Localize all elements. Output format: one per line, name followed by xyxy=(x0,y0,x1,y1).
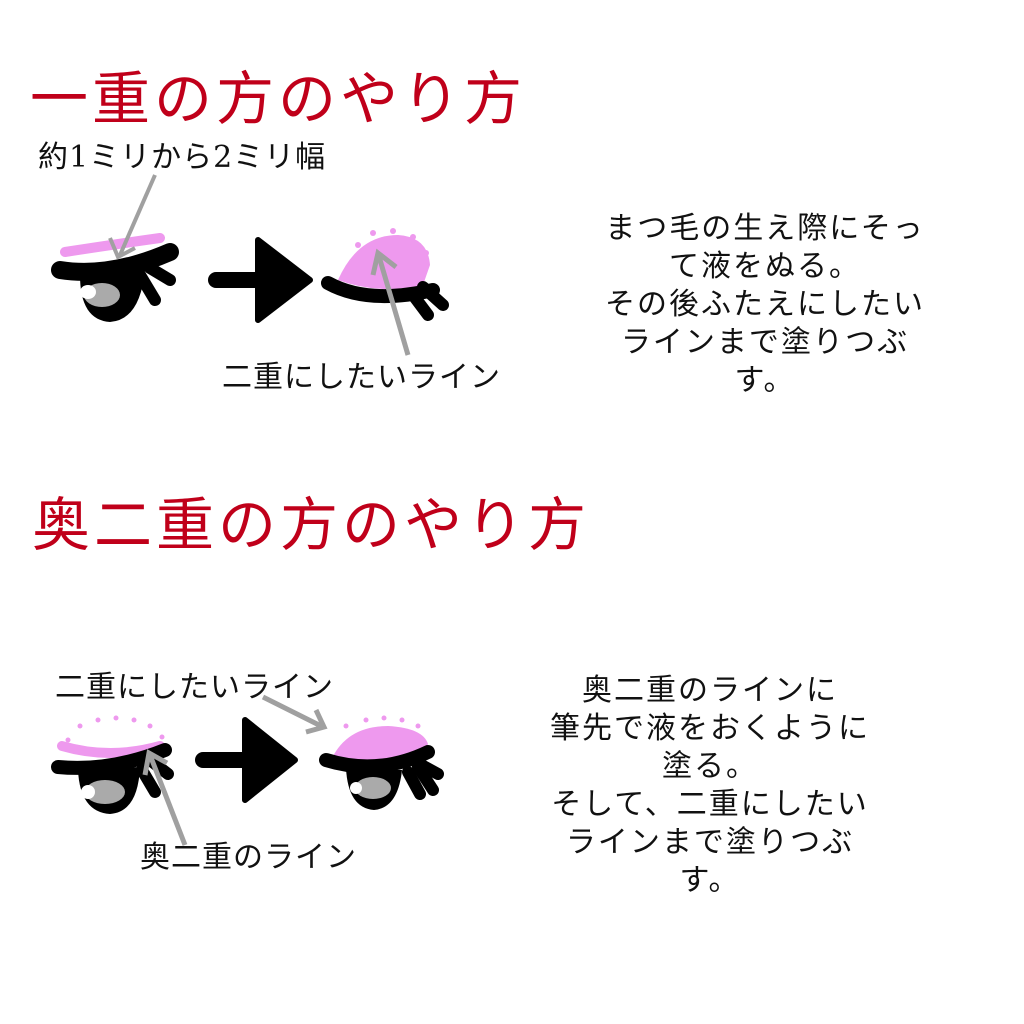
section1-target-label: 二重にしたいライン xyxy=(222,360,501,395)
description-line: ラインまで塗りつぶ xyxy=(565,825,855,860)
section2-description: 奥二重のラインに 筆先で液をおくように 塗る。 そして、二重にしたい ラインまで… xyxy=(515,672,905,900)
description-line: その後ふたえにしたい xyxy=(605,287,925,322)
pointer-arrow-icon xyxy=(142,749,188,846)
arrow-right-icon xyxy=(208,237,313,323)
description-line: そして、二重にしたい xyxy=(551,787,869,822)
section1-title: 一重の方のやり方 xyxy=(30,65,527,133)
section2-title: 奥二重の方のやり方 xyxy=(32,491,591,559)
description-line: て液をぬる。 xyxy=(669,249,861,284)
section2-target-label: 二重にしたいライン xyxy=(55,670,334,705)
description-line: まつ毛の生え際にそっ xyxy=(605,211,925,246)
section1-width-label: 約1ミリから2ミリ幅 xyxy=(38,140,327,175)
description-line: 筆先で液をおくように xyxy=(550,711,870,746)
description-line: 奥二重のラインに xyxy=(582,673,838,708)
description-line: 塗る。 xyxy=(662,749,758,784)
description-line: す。 xyxy=(679,863,741,898)
pointer-arrow-icon xyxy=(261,694,328,735)
description-line: ラインまで塗りつぶ xyxy=(620,325,910,360)
eye-closed-filled-icon xyxy=(321,228,449,356)
section2-inner-label: 奥二重のライン xyxy=(140,840,357,875)
description-line: す。 xyxy=(734,363,796,398)
section1-description: まつ毛の生え際にそっ て液をぬる。 その後ふたえにしたい ラインまで塗りつぶ す… xyxy=(575,210,955,400)
eye-closed-filled-icon xyxy=(319,715,444,810)
arrow-right-icon xyxy=(195,717,298,803)
eye-before-icon xyxy=(51,174,179,322)
